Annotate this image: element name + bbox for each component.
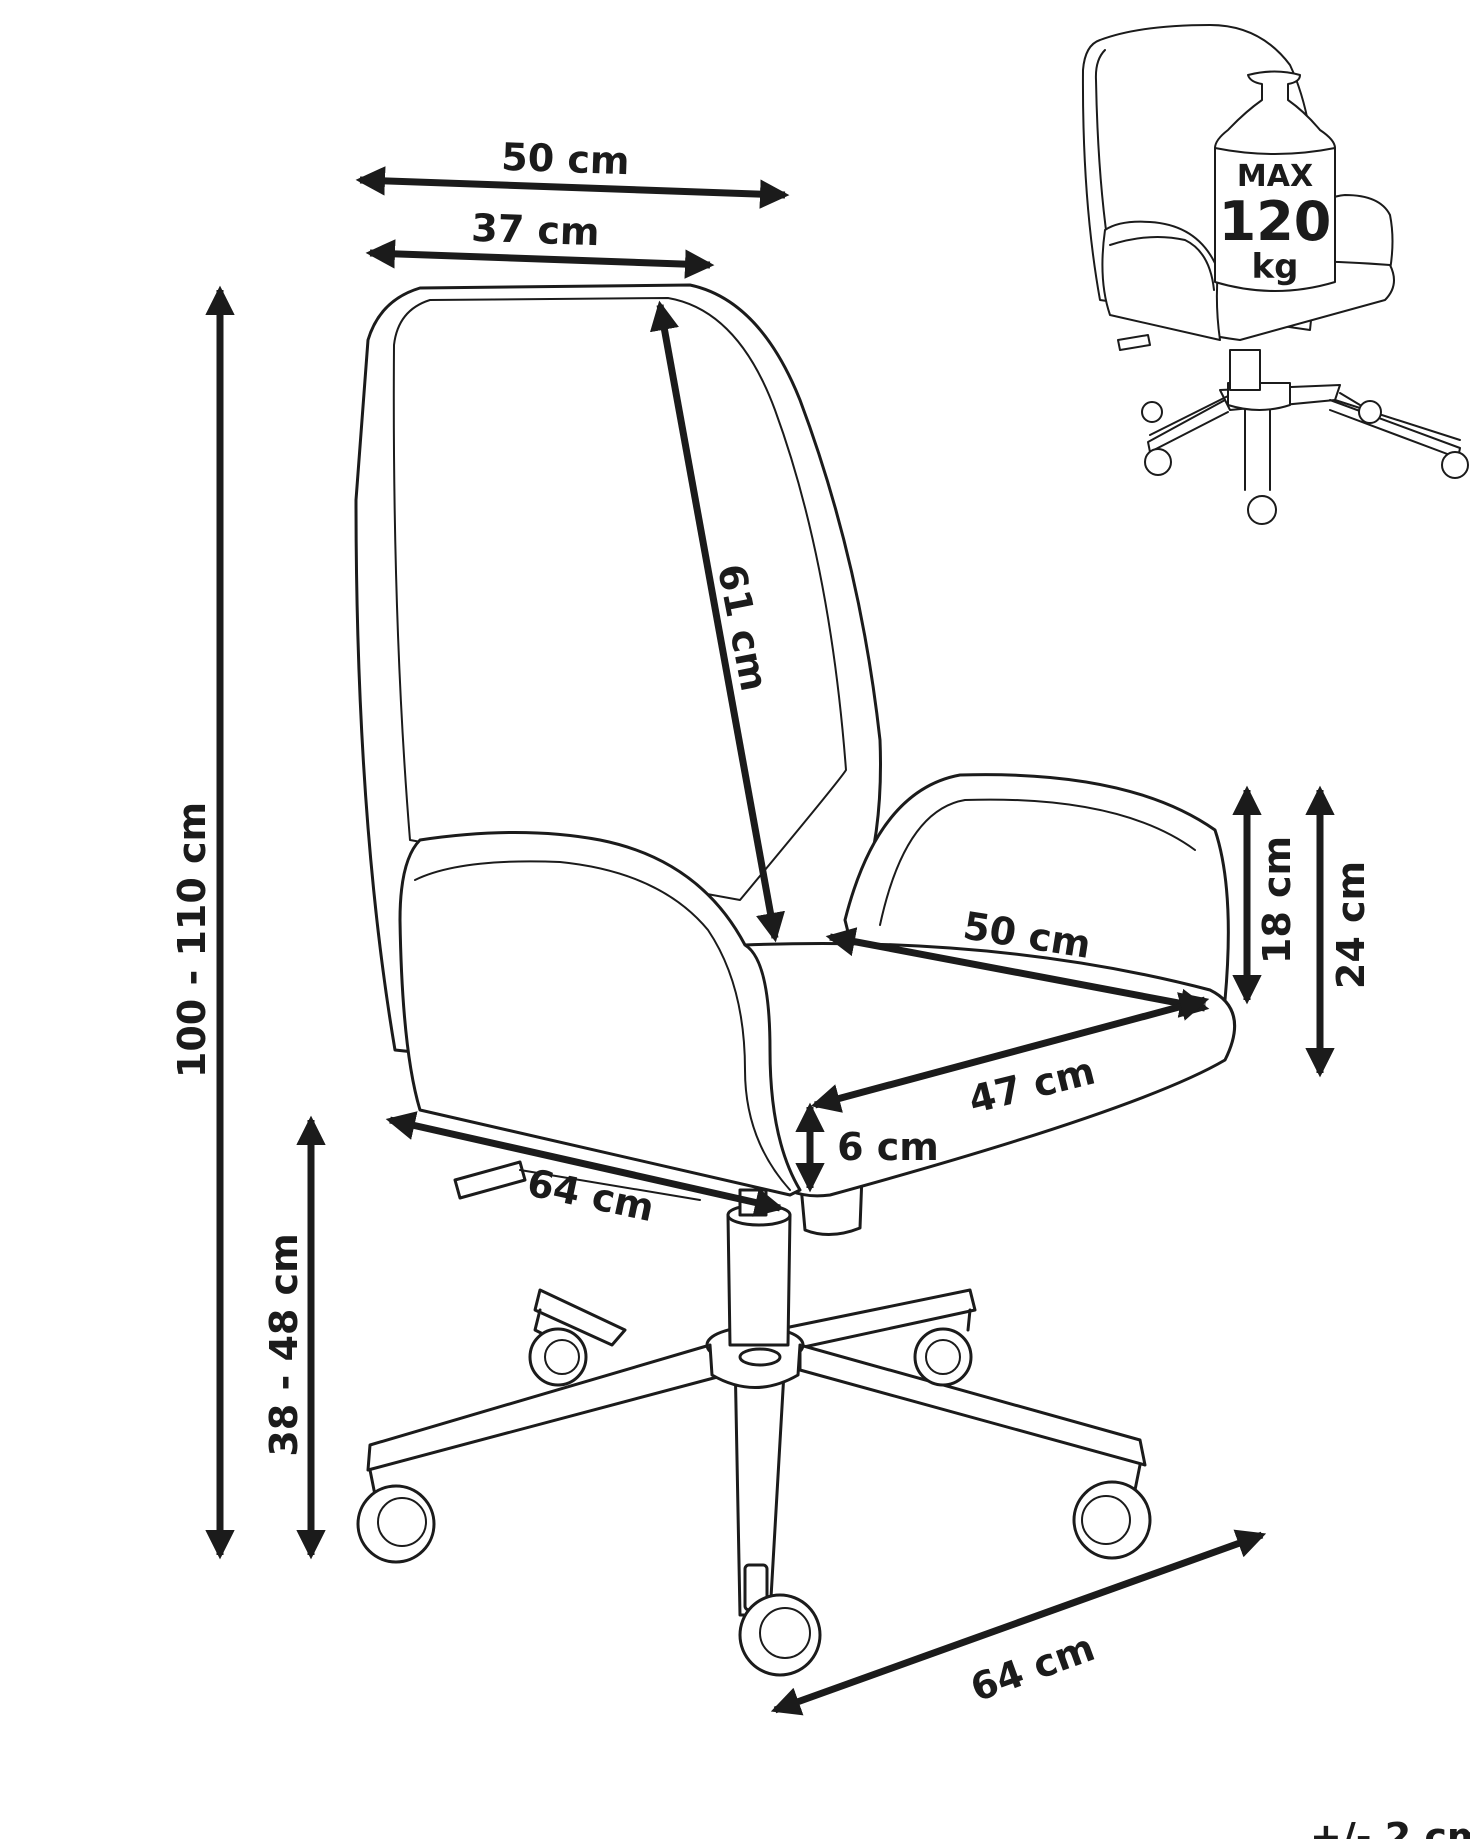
dim-line-backrest-outer-width	[355, 166, 790, 209]
label-armrest-inner: 18 cm	[1255, 836, 1299, 964]
label-armrest-outer: 24 cm	[1329, 861, 1373, 989]
caster-front-right	[1072, 1463, 1152, 1560]
label-backrest-outer-width: 50 cm	[501, 135, 631, 183]
max-load-value: 120	[1219, 190, 1332, 253]
label-depth: 64 cm	[523, 1160, 658, 1230]
max-load-inset: MAX 120 kg	[1081, 24, 1469, 525]
chair-illustration	[354, 283, 1237, 1677]
weight-badge: MAX 120 kg	[1214, 70, 1336, 292]
dimension-lines	[205, 166, 1335, 1716]
label-seat-height: 38 - 48 cm	[262, 1233, 306, 1456]
chair-seat	[743, 941, 1237, 1198]
tolerance-note: +/- 2 cm	[1310, 1815, 1470, 1839]
caster-back-left	[528, 1308, 588, 1387]
label-backrest-inner-width: 37 cm	[471, 206, 601, 254]
dim-line-seat-depth	[810, 992, 1210, 1113]
dim-line-backrest-height	[650, 300, 785, 943]
caster-front-left	[356, 1468, 436, 1564]
caster-back-right	[913, 1308, 973, 1387]
max-load-label: MAX	[1237, 159, 1313, 194]
label-total-height: 100 - 110 cm	[170, 802, 214, 1078]
dim-line-depth	[385, 1111, 785, 1217]
dim-line-base-diameter	[770, 1529, 1267, 1716]
dim-line-backrest-inner-width	[365, 239, 715, 279]
gas-lift	[726, 1188, 792, 1347]
max-load-unit: kg	[1252, 247, 1299, 287]
caster-front	[738, 1563, 822, 1677]
label-seat-thickness: 6 cm	[837, 1125, 939, 1169]
